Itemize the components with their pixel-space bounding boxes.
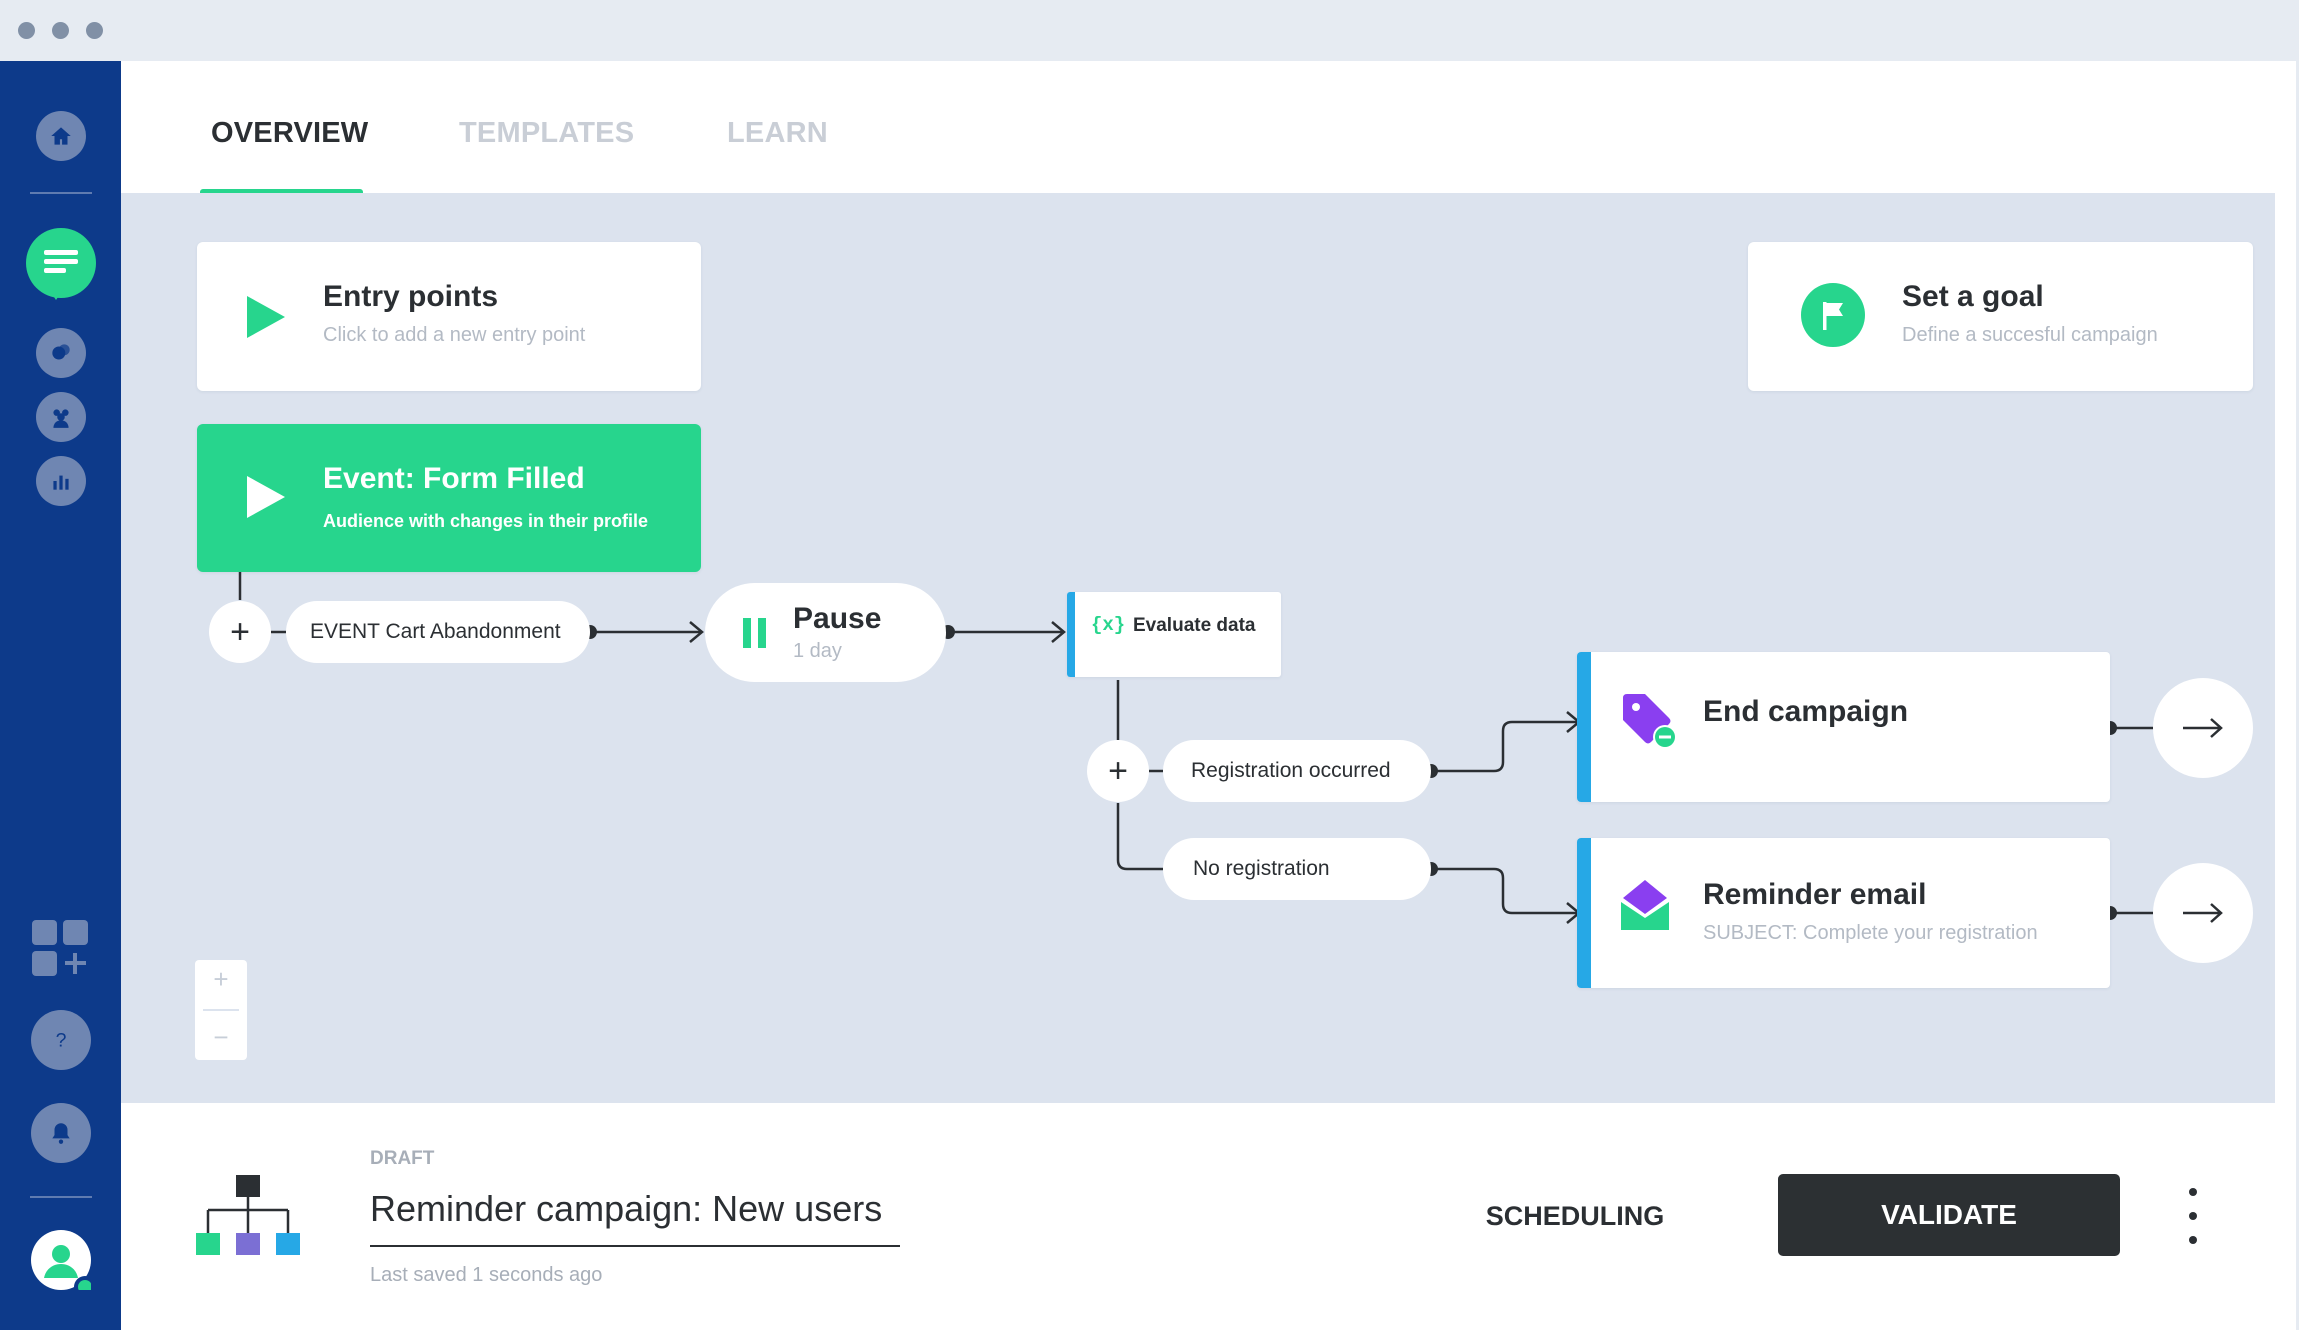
evaluate-data-label: Evaluate data <box>1133 615 1256 636</box>
node-accent-bar <box>1577 838 1591 988</box>
user-avatar-icon[interactable] <box>31 1230 96 1298</box>
zoom-control: + − <box>195 960 247 1060</box>
email-icon <box>1621 880 1669 930</box>
campaign-tree-icon <box>196 1175 300 1255</box>
sidebar-divider <box>30 1196 92 1198</box>
window-border <box>2296 0 2299 1330</box>
help-icon[interactable]: ? <box>31 1010 91 1070</box>
end-campaign-next-button[interactable] <box>2153 678 2253 778</box>
zoom-in-button[interactable]: + <box>213 964 229 994</box>
tag-remove-icon <box>1623 694 1677 749</box>
set-goal-title: Set a goal <box>1902 280 2044 313</box>
pause-title: Pause <box>793 602 882 635</box>
add-branch-button[interactable]: + <box>1087 740 1149 802</box>
reminder-email-card[interactable]: Reminder email SUBJECT: Complete your re… <box>1577 838 2110 988</box>
flag-icon <box>1801 283 1865 347</box>
tab-templates[interactable]: TEMPLATES <box>459 117 635 149</box>
zoom-out-button[interactable]: − <box>213 1022 229 1052</box>
campaign-chat-icon[interactable] <box>26 228 96 300</box>
pause-icon <box>743 618 766 648</box>
more-options-icon[interactable] <box>2186 1188 2200 1244</box>
variable-icon: {x} <box>1091 614 1126 636</box>
scheduling-button[interactable]: SCHEDULING <box>1470 1196 1680 1236</box>
reminder-email-title: Reminder email <box>1703 878 1927 911</box>
audience-icon[interactable] <box>36 392 86 442</box>
entry-points-subtitle: Click to add a new entry point <box>323 324 586 346</box>
tab-bar: OVERVIEW TEMPLATES LEARN <box>121 61 2296 196</box>
tab-overview[interactable]: OVERVIEW <box>211 117 369 149</box>
arrow-right-icon <box>2183 903 2223 923</box>
campaign-name-input[interactable]: Reminder campaign: New users <box>370 1188 883 1229</box>
reminder-email-next-button[interactable] <box>2153 863 2253 963</box>
status-label: DRAFT <box>370 1148 435 1169</box>
sidebar: ? <box>0 61 121 1330</box>
pause-subtitle: 1 day <box>793 640 842 662</box>
home-icon[interactable] <box>36 111 86 161</box>
event-subtitle: Audience with changes in their profile <box>323 511 649 531</box>
branch-no-registration[interactable]: No registration <box>1163 838 1431 900</box>
end-campaign-title: End campaign <box>1703 695 1909 728</box>
window-maximize-control[interactable] <box>86 22 103 39</box>
conversations-icon[interactable] <box>36 328 86 378</box>
play-icon <box>247 296 285 338</box>
campaign-name-underline <box>370 1245 900 1247</box>
window-titlebar <box>0 0 2299 61</box>
bell-icon[interactable] <box>31 1103 91 1163</box>
entry-points-card[interactable]: Entry points Click to add a new entry po… <box>197 242 701 391</box>
event-title: Event: Form Filled <box>323 462 585 495</box>
tab-learn[interactable]: LEARN <box>727 117 828 149</box>
play-icon <box>247 476 285 518</box>
set-goal-subtitle: Define a succesful campaign <box>1902 324 2158 346</box>
sidebar-divider <box>30 192 92 194</box>
window-close-control[interactable] <box>18 22 35 39</box>
evaluate-data-node[interactable]: {x} Evaluate data <box>1067 592 1281 677</box>
add-widget-icon[interactable] <box>30 918 90 978</box>
last-saved-text: Last saved 1 seconds ago <box>370 1264 603 1286</box>
entry-points-title: Entry points <box>323 280 499 313</box>
set-goal-card[interactable]: Set a goal Define a succesful campaign <box>1748 242 2253 391</box>
reminder-email-subtitle: SUBJECT: Complete your registration <box>1703 922 2038 944</box>
end-campaign-card[interactable]: End campaign <box>1577 652 2110 802</box>
svg-text:?: ? <box>56 1030 67 1052</box>
branch-registration-occurred[interactable]: Registration occurred <box>1163 740 1431 802</box>
window-minimize-control[interactable] <box>52 22 69 39</box>
analytics-icon[interactable] <box>36 456 86 506</box>
active-tab-indicator <box>200 189 363 196</box>
event-form-filled-card[interactable]: Event: Form Filled Audience with changes… <box>197 424 701 572</box>
node-accent-bar <box>1577 652 1591 802</box>
node-accent-bar <box>1067 592 1075 677</box>
arrow-right-icon <box>2183 718 2223 738</box>
add-step-button[interactable]: + <box>209 601 271 663</box>
zoom-divider <box>203 1009 239 1011</box>
pause-node[interactable]: Pause 1 day <box>705 583 946 682</box>
trigger-pill[interactable]: EVENT Cart Abandonment <box>286 601 590 663</box>
validate-button[interactable]: VALIDATE <box>1778 1174 2120 1256</box>
